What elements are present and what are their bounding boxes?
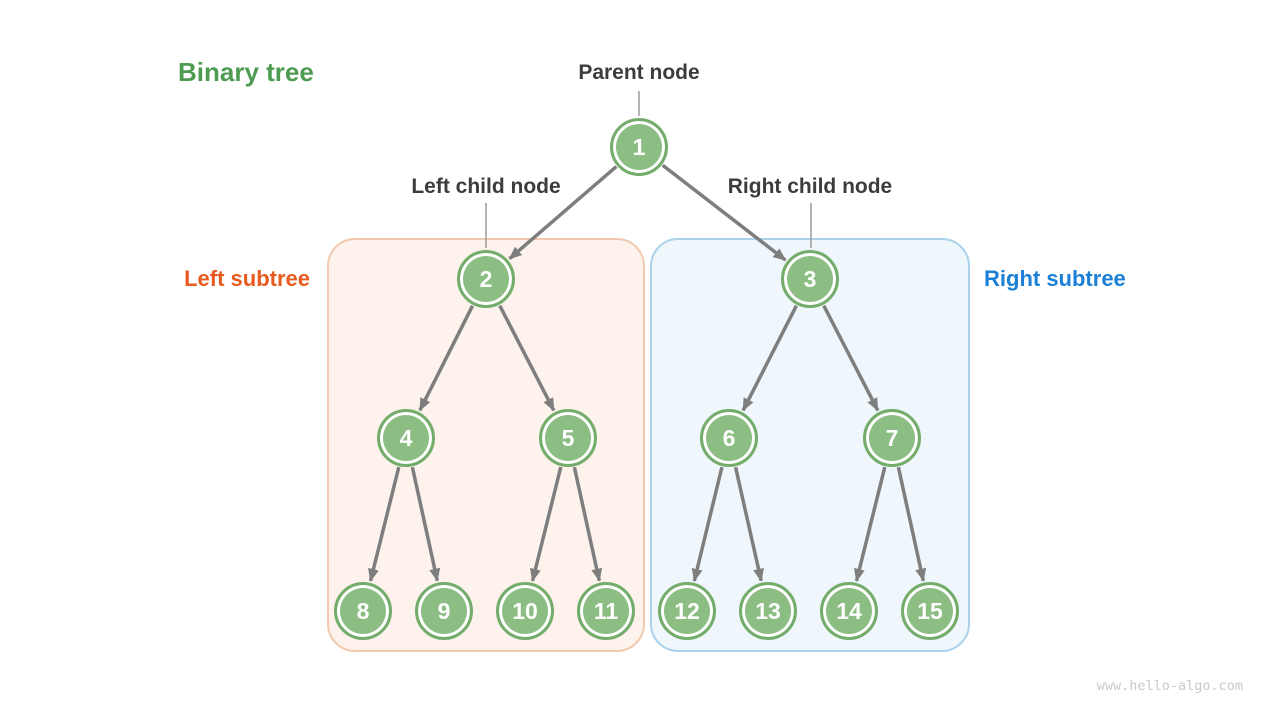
tree-node-6: 6 — [700, 409, 758, 467]
tree-node-15: 15 — [901, 582, 959, 640]
parent-node-label: Parent node — [578, 61, 700, 84]
watermark: www.hello-algo.com — [1096, 678, 1243, 694]
left-child-node-label: Left child node — [411, 175, 561, 198]
tree-node-8: 8 — [334, 582, 392, 640]
tree-node-9: 9 — [415, 582, 473, 640]
tree-node-1: 1 — [610, 118, 668, 176]
tree-node-12: 12 — [658, 582, 716, 640]
tree-node-4: 4 — [377, 409, 435, 467]
left-subtree-label: Left subtree — [184, 266, 310, 291]
tree-node-3: 3 — [781, 250, 839, 308]
diagram-title: Binary tree — [178, 57, 314, 87]
right-child-node-label: Right child node — [727, 175, 893, 198]
tree-node-14: 14 — [820, 582, 878, 640]
tree-node-5: 5 — [539, 409, 597, 467]
tree-node-13: 13 — [739, 582, 797, 640]
tree-node-7: 7 — [863, 409, 921, 467]
right-subtree-label: Right subtree — [984, 266, 1126, 291]
tree-node-11: 11 — [577, 582, 635, 640]
tree-node-10: 10 — [496, 582, 554, 640]
tree-node-2: 2 — [457, 250, 515, 308]
